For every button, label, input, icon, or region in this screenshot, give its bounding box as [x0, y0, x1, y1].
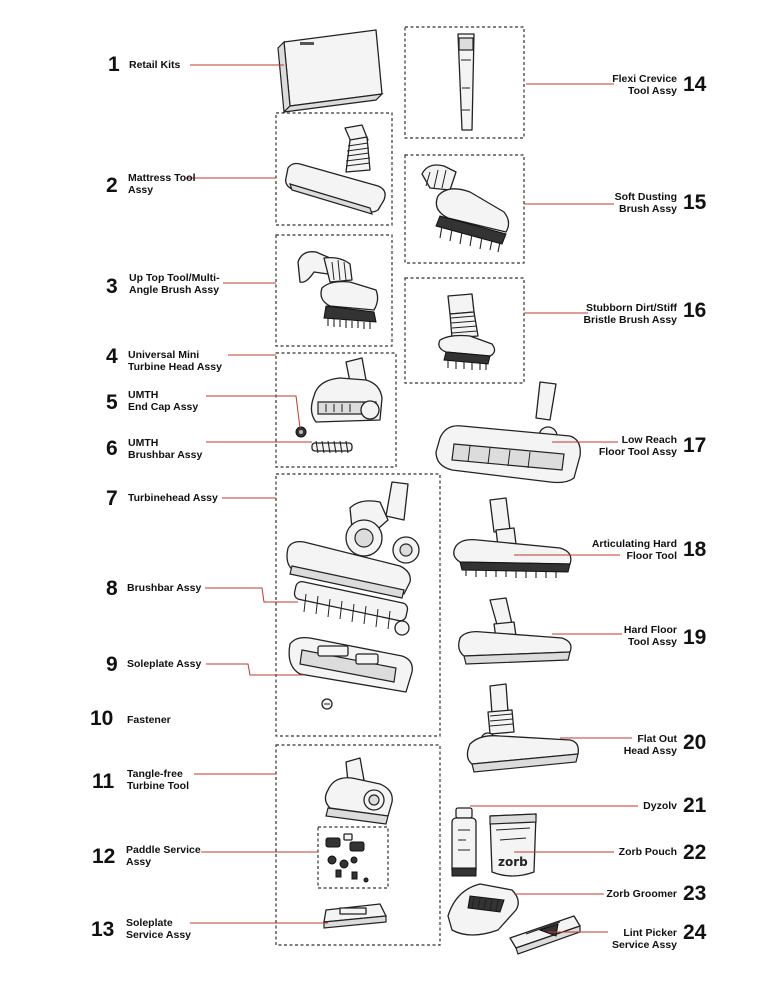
dyzolv-bottle	[451, 807, 477, 877]
lint-picker	[509, 915, 581, 955]
leader-lines	[186, 64, 638, 933]
part-17-label: Low Reach Floor Tool Assy	[598, 434, 677, 458]
group-box-soft-dusting	[404, 154, 525, 264]
up-top-tool	[297, 251, 379, 329]
part-22-label: Zorb Pouch	[618, 846, 677, 858]
group-box-stubborn-dirt	[404, 277, 525, 384]
group-box-turbinehead	[275, 473, 441, 737]
part-15-label: Soft Dusting Brush Assy	[614, 191, 677, 215]
soft-dusting-brush	[421, 164, 510, 253]
part-4-number: 4	[106, 345, 118, 368]
zorb-groomer	[447, 883, 519, 936]
turbinehead	[286, 481, 420, 599]
part-10-number: 10	[90, 707, 114, 730]
part-1-label: Retail Kits	[129, 59, 181, 71]
part-2-label: Mattress Tool Assy	[128, 172, 196, 196]
part-6-number: 6	[106, 437, 118, 460]
part-17-number: 17	[683, 434, 707, 457]
mini-turbine-head	[310, 357, 383, 423]
part-21-label: Dyzolv	[643, 800, 677, 812]
part-23-label: Zorb Groomer	[606, 888, 677, 900]
hard-floor-tool	[458, 597, 572, 665]
fastener	[321, 698, 333, 710]
part-6-label: UMTH Brushbar Assy	[128, 437, 203, 461]
part-23-number: 23	[683, 882, 707, 905]
part-18-number: 18	[683, 538, 707, 561]
part-12-label: Paddle Service Assy	[126, 844, 201, 868]
part-11-label: Tangle-free Turbine Tool	[127, 768, 190, 792]
group-box-uptop	[275, 234, 393, 347]
group-box-umth	[275, 352, 397, 468]
part-13-label: Soleplate Service Assy	[126, 917, 191, 941]
part-11-number: 11	[92, 770, 115, 793]
part-9-number: 9	[106, 653, 118, 676]
stiff-bristle-brush	[438, 293, 496, 370]
part-3-label: Up Top Tool/Multi- Angle Brush Assy	[129, 272, 220, 296]
part-24-number: 24	[683, 921, 707, 944]
part-10-label: Fastener	[127, 714, 171, 726]
part-24-label: Lint Picker Service Assy	[612, 927, 677, 951]
part-19-label: Hard Floor Tool Assy	[623, 624, 677, 648]
part-22-number: 22	[683, 841, 707, 864]
part-7-number: 7	[106, 487, 118, 510]
part-8-label: Brushbar Assy	[127, 582, 202, 594]
soleplate-service-part	[323, 903, 387, 929]
retail-kit-case	[277, 29, 384, 114]
part-13-number: 13	[91, 918, 115, 941]
part-5-number: 5	[106, 391, 118, 414]
part-8-number: 8	[106, 577, 118, 600]
part-20-label: Flat Out Head Assy	[623, 733, 677, 757]
umth-end-cap	[295, 426, 307, 438]
part-20-number: 20	[683, 731, 707, 754]
part-3-number: 3	[106, 275, 118, 298]
low-reach-floor-tool	[435, 381, 581, 484]
part-5-label: UMTH End Cap Assy	[128, 389, 199, 413]
part-15-number: 15	[683, 191, 707, 214]
group-box-mattress	[275, 112, 393, 226]
part-12-number: 12	[92, 845, 116, 868]
group-box-flexi-crevice	[404, 26, 525, 139]
part-16-number: 16	[683, 299, 707, 322]
turbinehead-soleplate	[288, 636, 413, 693]
mattress-tool	[285, 124, 386, 215]
group-box-tangle-free	[275, 744, 441, 946]
part-18-label: Articulating Hard Floor Tool	[591, 538, 677, 562]
flat-out-head	[466, 683, 579, 773]
umth-brushbar	[311, 440, 353, 454]
articulating-hard-floor-tool	[453, 497, 572, 578]
part-1-number: 1	[108, 53, 120, 76]
part-16-label: Stubborn Dirt/Stiff Bristle Brush Assy	[583, 302, 677, 326]
paddle-service-parts	[325, 833, 369, 883]
part-14-number: 14	[683, 73, 707, 96]
part-14-label: Flexi Crevice Tool Assy	[612, 73, 677, 97]
part-4-label: Universal Mini Turbine Head Assy	[128, 349, 222, 373]
group-box-paddle	[317, 826, 389, 889]
part-21-number: 21	[683, 794, 707, 817]
flexi-crevice-tool	[457, 33, 475, 131]
turbinehead-brushbar	[293, 581, 410, 636]
zorb-pouch-brand: zorb	[498, 855, 528, 869]
part-9-label: Soleplate Assy	[127, 658, 202, 670]
part-19-number: 19	[683, 626, 707, 649]
part-2-number: 2	[106, 174, 118, 197]
zorb-pouch: zorb	[489, 813, 537, 877]
tangle-free-turbine-tool	[324, 757, 393, 825]
part-7-label: Turbinehead Assy	[128, 492, 218, 504]
